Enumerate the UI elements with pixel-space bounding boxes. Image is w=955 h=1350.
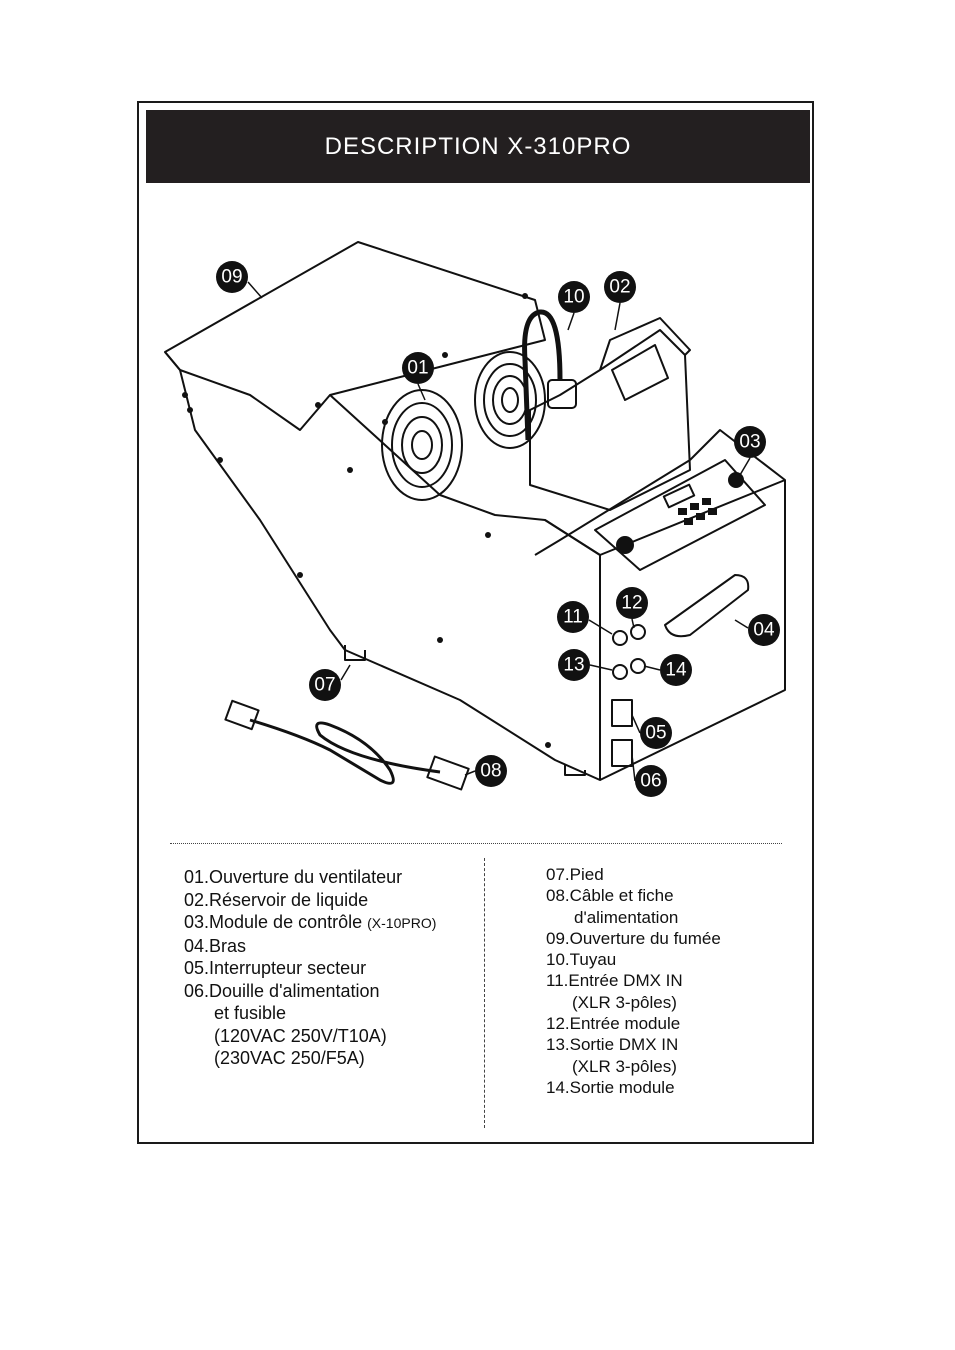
- legend-item-02: 02.Réservoir de liquide: [184, 889, 369, 910]
- legend-item-09: 09.Ouverture du fumée: [546, 928, 721, 948]
- callout-13: 13: [558, 649, 590, 681]
- legend-separator: [170, 843, 782, 844]
- callout-01-label: 01: [407, 358, 428, 379]
- callout-07: 07: [309, 669, 341, 701]
- legend-item-12: 12.Entrée module: [546, 1014, 681, 1034]
- legend-item-07: 07.Pied: [546, 865, 604, 884]
- legend-item-06-cont: et fusible: [214, 1003, 287, 1023]
- callout-05-label: 05: [645, 723, 666, 744]
- machine-diagram: 09 10 02 01 03 12 11 04 13 14 07 05 08 0…: [164, 241, 786, 797]
- callout-14-label: 14: [665, 660, 687, 681]
- legend-item-08: 08.Câble et fiche: [546, 886, 674, 906]
- legend-item-03: 03.Module de contrôle (X-10PRO): [184, 912, 437, 932]
- callout-10: 10: [558, 281, 590, 313]
- legend-item-13-cont: (XLR 3-pôles): [572, 1056, 677, 1076]
- callout-02-label: 02: [609, 277, 630, 298]
- callout-06-label: 06: [640, 771, 661, 792]
- legend-item-01: 01.Ouverture du ventilateur: [184, 867, 403, 887]
- callout-11: 11: [557, 601, 589, 633]
- legend-item-13: 13.Sortie DMX IN: [546, 1035, 679, 1055]
- callout-12: 12: [616, 587, 648, 619]
- legend-left-column: 01.Ouverture du ventilateur 02.Réservoir…: [184, 866, 484, 1070]
- legend-item-03-note: (X-10PRO): [367, 915, 437, 931]
- legend-right-column: 07.Pied 08.Câble et fiche d'alimentation…: [546, 864, 806, 1098]
- callout-08: 08: [475, 755, 507, 787]
- callout-badges: 09 10 02 01 03 12 11 04 13 14 07 05 08 0…: [216, 261, 780, 797]
- callout-03: 03: [734, 426, 766, 458]
- legend-item-05: 05.Interrupteur secteur: [184, 958, 367, 978]
- callout-09-label: 09: [221, 267, 242, 288]
- page-title: DESCRIPTION X-310PRO: [324, 132, 632, 160]
- callout-12-label: 12: [621, 593, 642, 614]
- callout-07-label: 07: [314, 675, 335, 696]
- callout-04: 04: [748, 614, 780, 646]
- page-header: DESCRIPTION X-310PRO: [146, 110, 810, 183]
- page-frame: [137, 101, 814, 1144]
- legend-item-11-cont: (XLR 3-pôles): [572, 992, 677, 1012]
- legend-item-14: 14.Sortie module: [546, 1077, 675, 1097]
- legend-item-06: 06.Douille d'alimentation: [184, 980, 380, 1001]
- callout-08-label: 08: [480, 761, 501, 782]
- legend-item-06-spec-120: (120VAC 250V/T10A): [214, 1025, 387, 1046]
- legend-item-06-spec-230: (230VAC 250/F5A): [214, 1048, 365, 1068]
- legend-item-10: 10.Tuyau: [546, 950, 617, 970]
- callout-09: 09: [216, 261, 248, 293]
- legend-item-08-cont: d'alimentation: [574, 907, 679, 927]
- callout-05: 05: [640, 717, 672, 749]
- legend-item-04: 04.Bras: [184, 935, 247, 956]
- legend-item-11: 11.Entrée DMX IN: [546, 971, 683, 991]
- callout-04-label: 04: [753, 620, 775, 641]
- callout-02: 02: [604, 271, 636, 303]
- callout-06: 06: [635, 765, 667, 797]
- callout-03-label: 03: [739, 432, 760, 453]
- callout-11-label: 11: [563, 607, 583, 628]
- callout-10-label: 10: [563, 287, 584, 308]
- callout-14: 14: [660, 654, 692, 686]
- callout-13-label: 13: [563, 655, 584, 676]
- legend-column-divider: [484, 858, 485, 1128]
- callout-01: 01: [402, 352, 434, 384]
